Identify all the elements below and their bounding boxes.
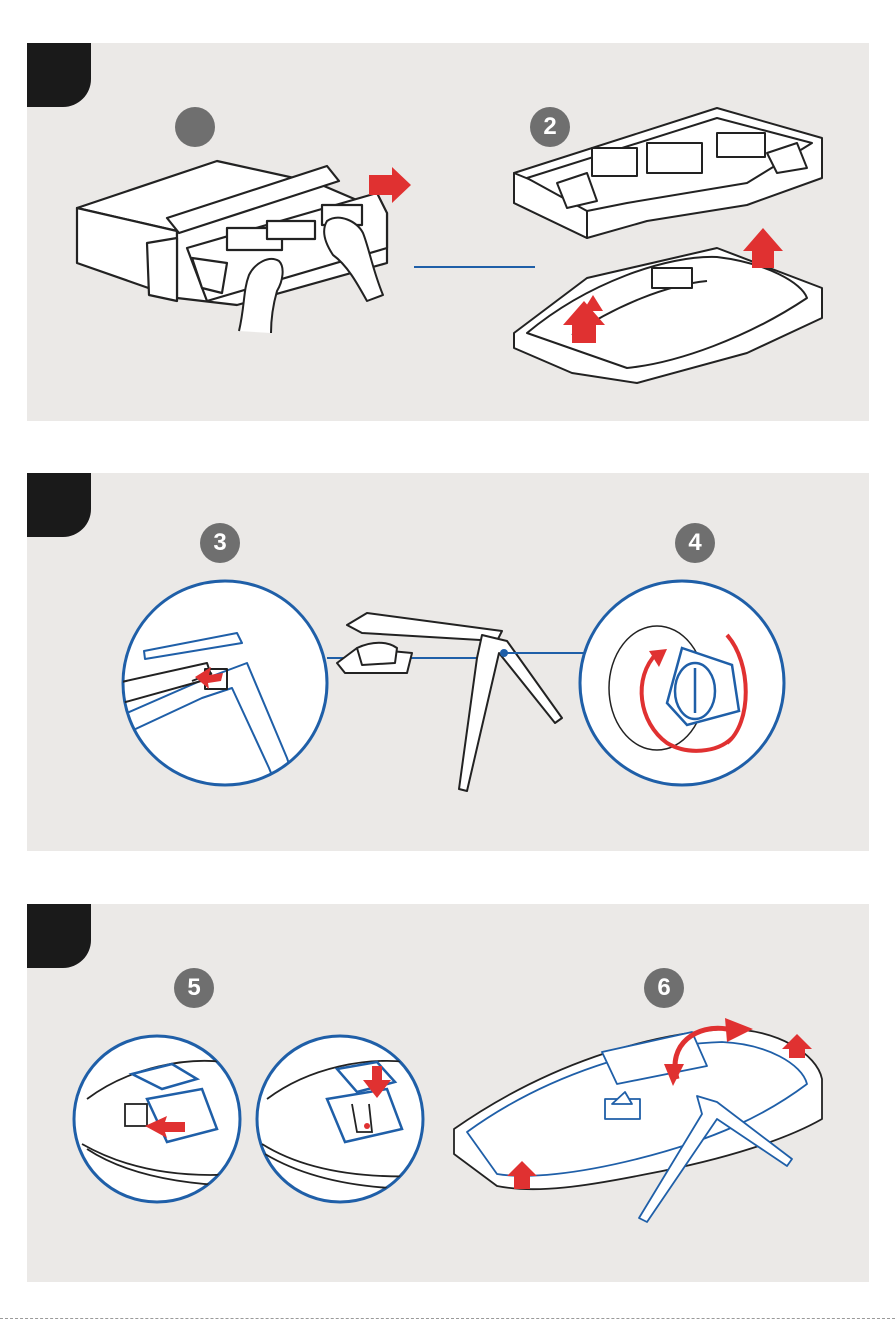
- page-cut-line: [0, 1318, 895, 1319]
- zoom-detail-insert: [74, 1036, 240, 1202]
- foam-tray-top: [514, 108, 822, 238]
- foam-tray-bottom: [514, 248, 822, 383]
- unboxing-illustration: [27, 43, 869, 421]
- zoom-detail-press: [257, 1036, 423, 1202]
- panel-unboxing: 2: [27, 43, 869, 421]
- stand-illustration-center: [337, 613, 562, 791]
- stand-illustration: [27, 473, 869, 851]
- zoom-detail-right: [580, 581, 784, 785]
- panel-stand-assembly: 3 4: [27, 473, 869, 851]
- monitor-in-tray: [454, 1029, 822, 1189]
- panel-attach-stand: 5 6: [27, 904, 869, 1282]
- zoom-detail-left: [117, 581, 327, 803]
- attach-illustration: [27, 904, 869, 1282]
